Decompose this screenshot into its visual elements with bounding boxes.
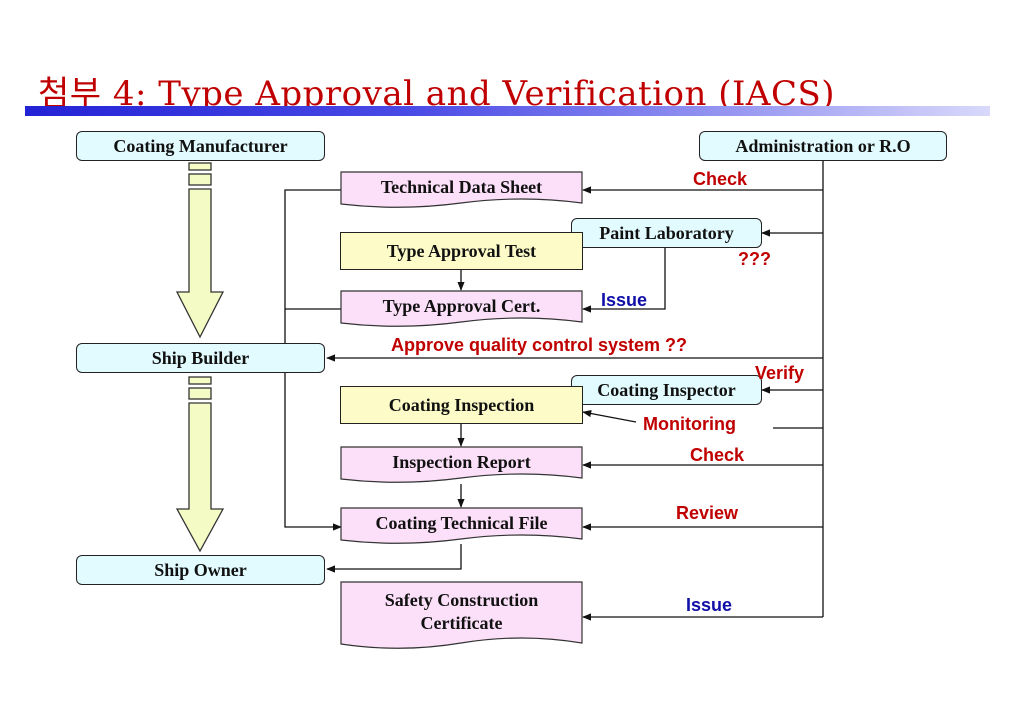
document-shape — [340, 446, 583, 483]
arrow-ctf-owner — [326, 544, 462, 573]
flow-arrow-stripe — [188, 173, 212, 186]
flow-arrow-builder-owner — [175, 402, 225, 553]
label-issue-cert: Issue — [601, 290, 648, 310]
label-check-tds: Check — [693, 169, 748, 189]
ship-owner-label: Ship Owner — [154, 559, 247, 580]
document-shape — [340, 290, 583, 327]
safety-construction-certificate-doc: Safety Construction Certificate — [340, 581, 583, 653]
document-shape — [340, 507, 583, 544]
label-review: Review — [676, 503, 739, 523]
scc-line-2: Certificate — [420, 613, 503, 633]
coating-inspection-label: Coating Inspection — [388, 394, 535, 415]
type-approval-cert-label: Type Approval Cert. — [382, 295, 541, 316]
document-shape — [340, 171, 583, 208]
coating-manufacturer-box: Coating Manufacturer — [76, 131, 325, 161]
flow-arrow-stripe — [188, 387, 212, 400]
administration-box: Administration or R.O — [699, 131, 947, 161]
coating-inspector-label: Coating Inspector — [597, 379, 736, 400]
arrow-monitoring-inspector — [582, 409, 637, 423]
ship-builder-label: Ship Builder — [151, 347, 250, 368]
label-monitoring: Monitoring — [643, 414, 736, 434]
inspection-report-doc: Inspection Report — [340, 446, 583, 486]
coating-technical-file-doc: Coating Technical File — [340, 507, 583, 547]
flow-arrow-manufacturer-builder — [175, 188, 225, 339]
label-issue-scc: Issue — [686, 595, 733, 615]
paint-laboratory-box: Paint Laboratory — [571, 218, 762, 248]
arrow-issue-ta-cert — [582, 247, 666, 313]
administration-label: Administration or R.O — [735, 135, 911, 156]
coating-inspector-box: Coating Inspector — [571, 375, 762, 405]
label-check-report: Check — [690, 445, 745, 465]
label-verify: Verify — [755, 363, 805, 383]
coating-inspection-box: Coating Inspection — [340, 386, 583, 424]
coating-technical-file-label: Coating Technical File — [375, 512, 548, 533]
scc-line-1: Safety Construction — [384, 589, 539, 610]
inspection-report-label: Inspection Report — [392, 451, 531, 472]
label-approve-qcs: Approve quality control system ?? — [391, 335, 688, 355]
paint-laboratory-label: Paint Laboratory — [599, 222, 734, 243]
label-unknown: ??? — [738, 249, 771, 269]
technical-data-sheet-label: Technical Data Sheet — [380, 176, 543, 197]
ship-owner-box: Ship Owner — [76, 555, 325, 585]
document-shape — [340, 581, 583, 649]
coating-manufacturer-label: Coating Manufacturer — [113, 135, 288, 156]
flow-arrow-stripe — [188, 162, 212, 171]
type-approval-test-box: Type Approval Test — [340, 232, 583, 270]
ship-builder-box: Ship Builder — [76, 343, 325, 373]
safety-construction-certificate-label: Safety Construction Certificate — [340, 581, 583, 643]
title-underline-bar — [25, 106, 990, 116]
technical-data-sheet-doc: Technical Data Sheet — [340, 171, 583, 211]
flow-arrow-stripe — [188, 376, 212, 385]
type-approval-test-label: Type Approval Test — [386, 240, 537, 261]
type-approval-cert-doc: Type Approval Cert. — [340, 290, 583, 330]
